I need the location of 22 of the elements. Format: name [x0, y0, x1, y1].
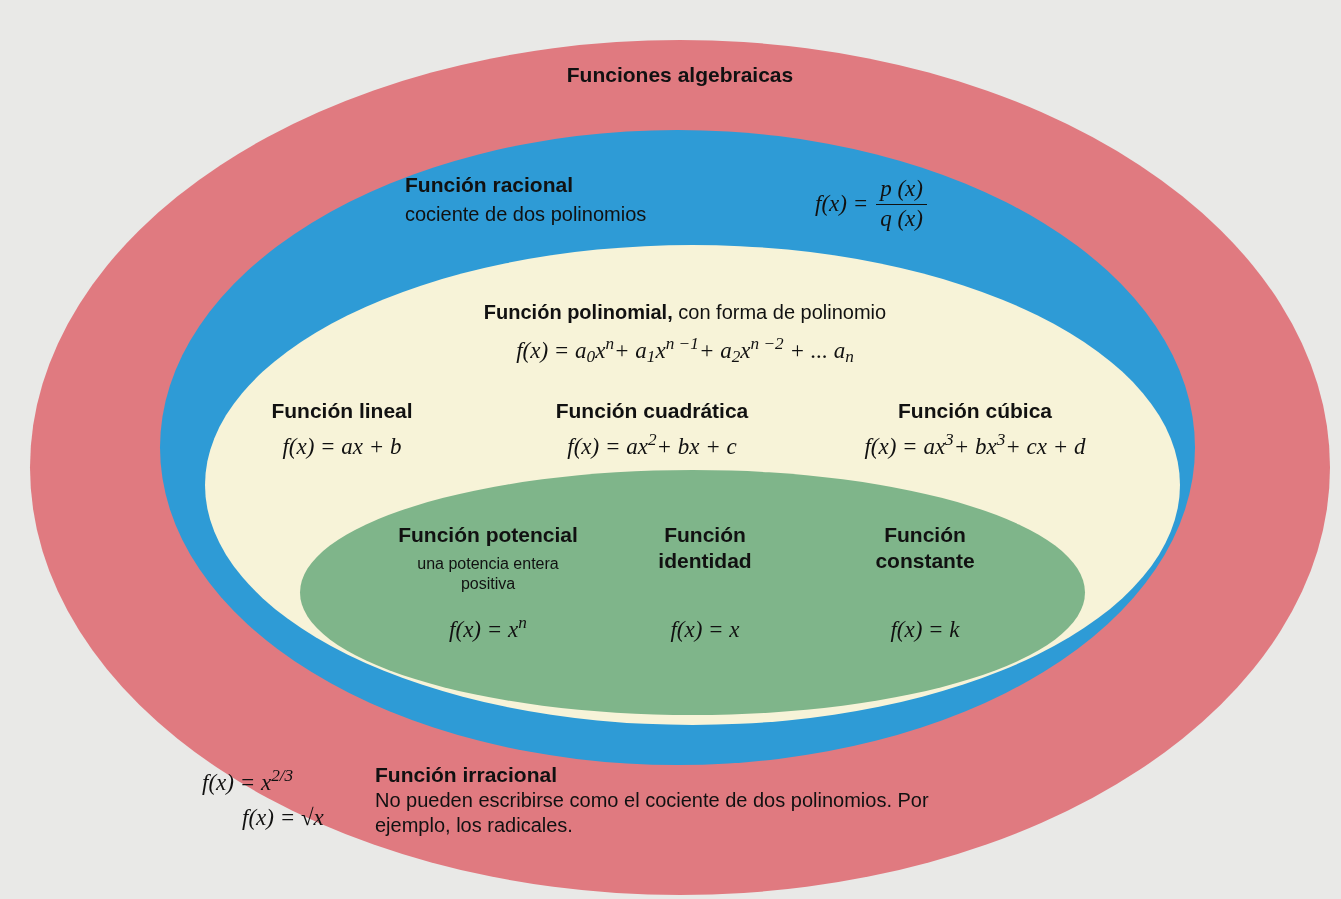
description: No pueden escribirse como el cociente de dos polinomios. Por ejemplo, los radicales. — [375, 788, 930, 838]
heading: Función cuadrática — [554, 398, 750, 424]
formula: f(x) = ax$^{2}$+ bx + c — [566, 433, 738, 461]
heading: Función potencial — [397, 522, 579, 548]
formula: f(x) = x$^{n}$ — [448, 616, 528, 644]
heading: Función cúbica — [897, 398, 1053, 424]
formula: f(x) = k — [889, 616, 961, 644]
formula: f(x) = x — [669, 616, 741, 644]
formula: f(x) = ax$^{3}$+ bx$^{3}$+ cx + d — [863, 433, 1087, 461]
heading: Funciones algebraicas — [565, 62, 795, 88]
heading: Función racional — [405, 172, 575, 198]
formula: f(x) = √x — [242, 804, 325, 832]
formula: f(x) = x$^{2/3}$ — [202, 769, 295, 797]
formula: f(x) = ax + b — [281, 433, 403, 461]
heading: Función lineal — [270, 398, 414, 424]
formula: f(x) = a$_{0}$x$^{n}$+ a$_{1}$x$^{n −1}$+ a$_{2}$x$^{n −2}$ + ... a$_{n}$ — [515, 337, 855, 366]
description: una potencia entera positiva — [416, 554, 560, 594]
heading: Función irracional — [375, 762, 559, 788]
heading: Función constante — [874, 522, 976, 575]
description: Función polinomial, con forma de polinomio — [482, 300, 888, 325]
description: cociente de dos polinomios — [405, 202, 648, 227]
heading: Función identidad — [657, 522, 753, 575]
